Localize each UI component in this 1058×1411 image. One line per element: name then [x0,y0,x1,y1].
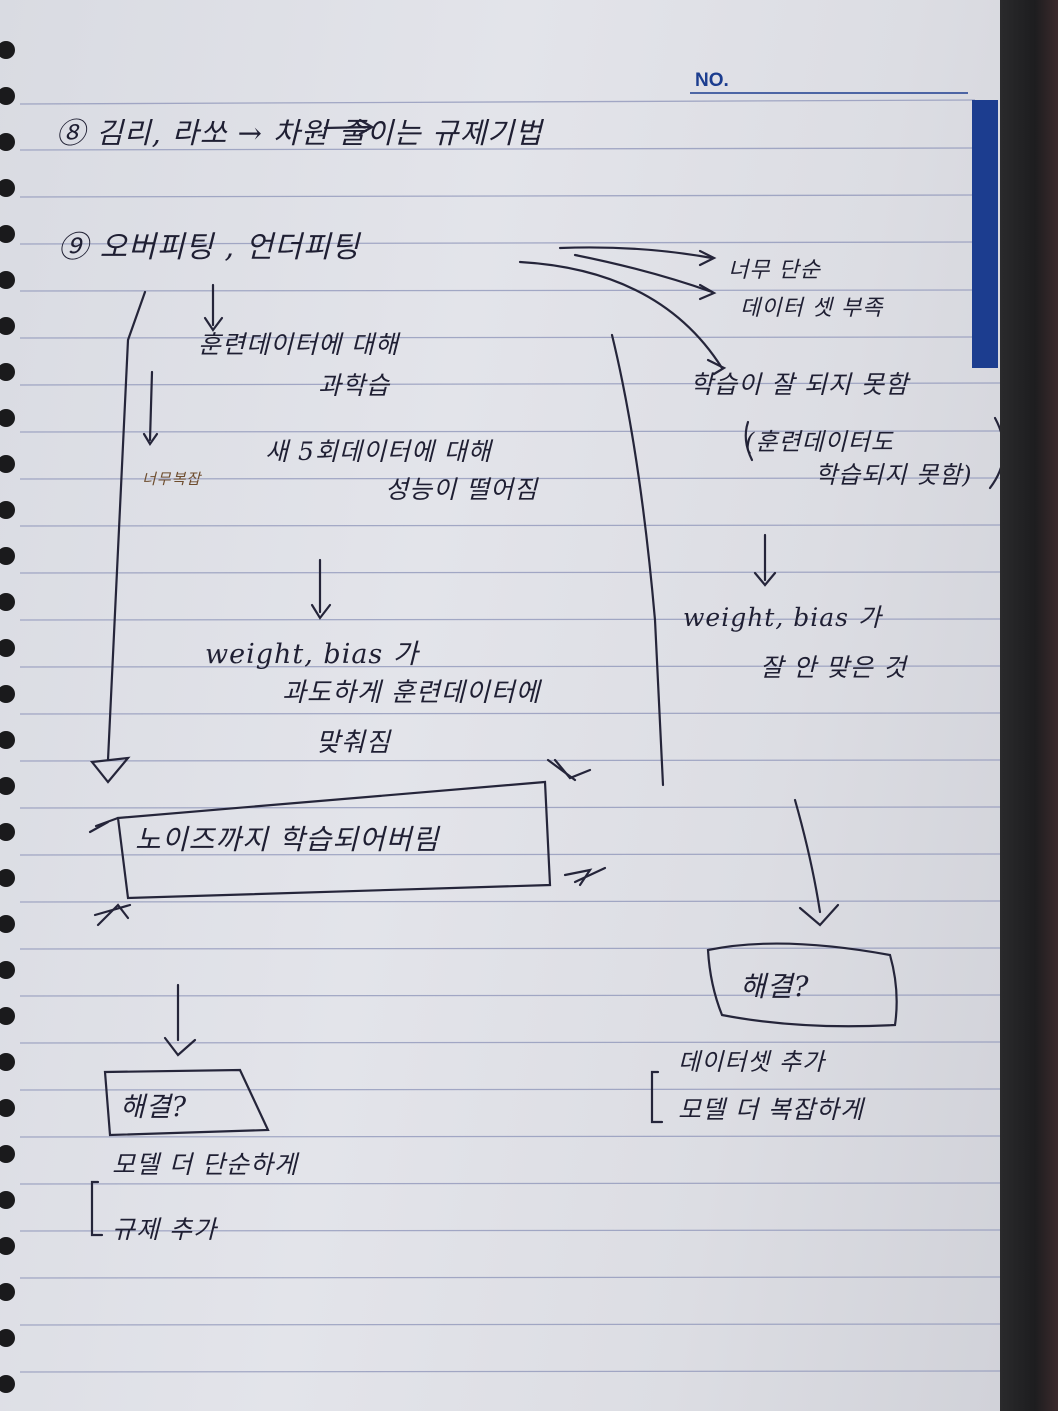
blue-margin-tab [972,100,998,368]
over-line-2: 과학습 [318,371,391,400]
over-line-4: 성능이 떨어짐 [385,475,538,504]
right-solution-label: 해결? [740,970,810,1003]
under-weight-1: weight, bias 가 [683,603,882,632]
under-cause-1: 너무 단순 [728,258,821,283]
noise-box-text: 노이즈까지 학습되어버림 [135,823,440,856]
right-fix-2: 모델 더 복잡하게 [678,1095,864,1124]
under-line-1: 학습이 잘 되지 못함 [690,370,909,399]
over-line-1: 훈련데이터에 대해 [198,330,399,359]
side-note: 너무복잡 [142,470,202,488]
over-weight-1: weight, bias 가 [205,639,419,670]
no-label: NO. [695,70,729,91]
item-9-text: ⑨ 오버피팅 , 언더피팅 [58,230,360,265]
notebook-edge-shadow [1000,0,1058,1411]
left-solution-label: 해결? [120,1092,188,1123]
over-weight-2: 과도하게 훈련데이터에 [282,678,541,708]
left-fix-2: 규제 추가 [112,1215,217,1244]
under-cause-2: 데이터 셋 부족 [740,296,884,321]
under-line-3: 학습되지 못함) [815,461,973,489]
item-8-text: ⑧ 김리, 라쏘 → 차원 줄이는 규제기법 [56,116,543,150]
over-weight-3: 맞춰짐 [316,728,391,758]
over-line-3: 새 5회데이터에 대해 [265,437,492,466]
right-fix-1: 데이터셋 추가 [678,1048,826,1076]
left-fix-1: 모델 더 단순하게 [112,1150,298,1179]
under-line-2: (훈련데이터도 [745,428,894,456]
under-weight-2: 잘 안 맞은 것 [760,653,907,682]
